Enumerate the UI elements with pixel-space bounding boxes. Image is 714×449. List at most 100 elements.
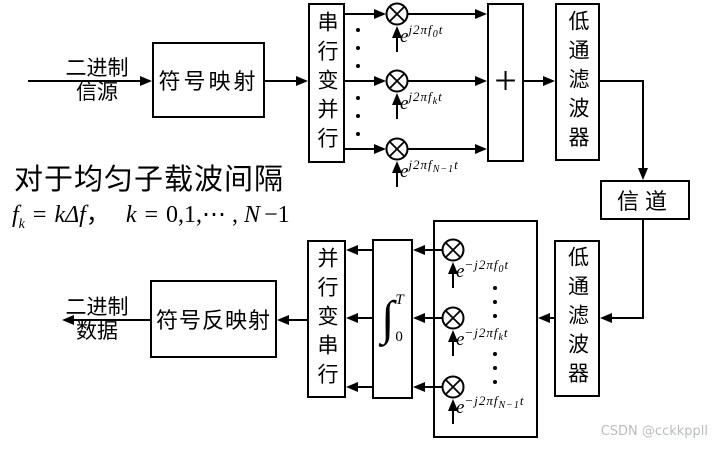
lowpass-filter-top-box: 低通滤波器 xyxy=(555,3,600,161)
arrowhead xyxy=(448,399,458,411)
arrowhead xyxy=(600,313,612,323)
ellipsis-dot xyxy=(356,114,360,118)
formula-f: f xyxy=(12,202,19,228)
exp-base: e xyxy=(400,93,409,114)
serial-to-parallel-box: 串行变并行 xyxy=(308,3,345,163)
formula-eq2: = xyxy=(144,202,159,228)
arrowhead xyxy=(475,144,487,154)
arrowhead xyxy=(346,313,358,323)
annotation-title: 对于均匀子载波间隔 xyxy=(14,164,285,196)
arrowhead xyxy=(413,245,425,255)
multiplier-icon xyxy=(385,137,409,161)
connector-line xyxy=(345,80,374,82)
integral-sign: ∫ xyxy=(381,292,395,346)
connector-line xyxy=(408,13,475,15)
connector-line xyxy=(408,148,475,150)
exp-sup: −j2πfkt xyxy=(464,325,509,343)
exp-sup: −j2πfN−1t xyxy=(464,393,525,411)
ellipsis-dot xyxy=(493,352,497,356)
integral-upper-limit: T xyxy=(395,292,404,308)
arrowhead xyxy=(638,168,648,180)
connector-line xyxy=(452,411,454,424)
annotation-formula: fk=kΔf，k=0,1,⋯ ,N−1 xyxy=(12,194,290,233)
arrowhead xyxy=(392,161,402,173)
connector-line xyxy=(524,80,543,82)
connector-line xyxy=(612,317,644,319)
formula-seq: 0,1,⋯ , xyxy=(166,202,239,228)
connector-line xyxy=(396,105,398,119)
arrowhead xyxy=(448,262,458,274)
exp-sub: 0 xyxy=(498,264,505,275)
arrowhead xyxy=(475,9,487,19)
carrier-label: e−j2πf0t xyxy=(456,258,509,281)
exp-sup: j2πf0t xyxy=(408,22,444,40)
connector-line xyxy=(289,319,307,321)
connector-line xyxy=(345,148,374,150)
arrowhead xyxy=(413,313,425,323)
exp-base: e xyxy=(456,397,465,418)
exp-sup: −j2πf0t xyxy=(464,257,510,275)
exp-sub: k xyxy=(498,332,504,343)
multiplier-icon xyxy=(385,69,409,93)
exp-sub: k xyxy=(432,96,439,107)
symbol-demapping-box: 符号反映射 xyxy=(150,280,277,358)
sink-label-line1: 二进制 xyxy=(65,295,129,319)
serial-to-parallel-label: 串行变并行 xyxy=(315,10,339,156)
formula-f-sub: k xyxy=(18,216,25,232)
formula-rhs: kΔf xyxy=(54,202,86,228)
connector-line xyxy=(396,173,398,187)
ellipsis-dot xyxy=(493,380,497,384)
adder-box: + xyxy=(487,3,524,162)
symbol-demapping-label: 符号反映射 xyxy=(155,308,271,333)
connector-line xyxy=(408,80,475,82)
multiplier-icon xyxy=(385,2,409,26)
connector-line xyxy=(642,220,644,319)
carrier-label: ej2πfN−1t xyxy=(400,158,459,181)
arrowhead xyxy=(374,144,386,154)
connector-line xyxy=(425,249,442,251)
integral-lower-limit: 0 xyxy=(395,329,403,345)
connector-line xyxy=(642,80,644,168)
arrowhead xyxy=(475,76,487,86)
arrowhead xyxy=(374,76,386,86)
source-label-line1: 二进制 xyxy=(65,56,129,80)
exp-base: e xyxy=(456,329,465,350)
connector-line xyxy=(345,13,374,15)
parallel-to-serial-box: 并行变串行 xyxy=(307,240,346,398)
exp-sup: j2πfN−1t xyxy=(408,157,459,175)
symbol-mapping-box: 符号映射 xyxy=(152,42,265,118)
exp-sup: j2πfkt xyxy=(408,89,443,107)
arrowhead xyxy=(413,382,425,392)
exp-base: e xyxy=(400,26,409,47)
connector-line xyxy=(600,80,644,82)
connector-line xyxy=(396,38,398,52)
lowpass-filter-bottom-box: 低通滤波器 xyxy=(554,240,600,397)
carrier-label: e−j2πfkt xyxy=(456,326,509,349)
integrator-box: ∫ T 0 xyxy=(372,239,413,399)
carrier-label: e−j2πfN−1t xyxy=(456,394,525,417)
arrowhead xyxy=(277,315,289,325)
lowpass-filter-top-label: 低通滤波器 xyxy=(566,9,590,155)
connector-line xyxy=(265,80,296,82)
ellipsis-dot xyxy=(493,366,497,370)
arrowhead xyxy=(543,76,555,86)
carrier-label: ej2πf0t xyxy=(400,23,443,46)
lowpass-filter-bottom-label: 低通滤波器 xyxy=(565,246,590,391)
multiplier-icon xyxy=(441,375,465,399)
source-label: 二进制 信源 xyxy=(55,56,139,104)
arrowhead xyxy=(448,330,458,342)
symbol-mapping-label: 符号映射 xyxy=(158,69,259,94)
parallel-to-serial-label: 并行变串行 xyxy=(315,246,339,392)
arrowhead xyxy=(346,245,358,255)
watermark: CSDN @cckkppll xyxy=(600,424,708,439)
formula-k: k xyxy=(125,202,137,228)
formula-sep: ， xyxy=(85,202,110,228)
channel-box: 信道 xyxy=(600,180,690,220)
multiplier-icon xyxy=(441,238,465,262)
exp-sub: N−1 xyxy=(498,400,520,411)
arrowhead xyxy=(62,315,74,325)
ellipsis-dot xyxy=(493,286,497,290)
ellipsis-dot xyxy=(356,46,360,50)
connector-line xyxy=(425,386,442,388)
